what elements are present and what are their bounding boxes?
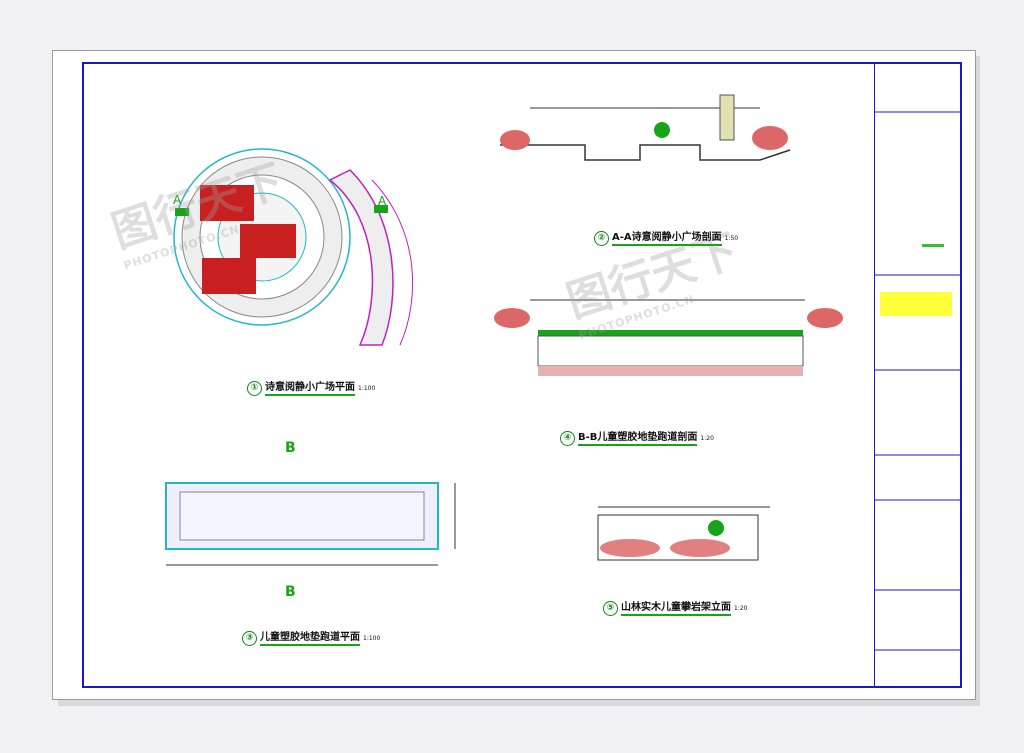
track-plan (165, 482, 456, 566)
drawing-frame (82, 62, 962, 688)
deck-3 (202, 258, 256, 294)
climbing-elevation (597, 506, 770, 561)
drawing-sheet (52, 50, 976, 700)
title-block-highlight (880, 292, 952, 316)
section-bb (494, 299, 843, 376)
title-block (874, 62, 961, 688)
deck-1 (200, 185, 254, 221)
section-mark-b-top: B (285, 440, 296, 456)
deck-2 (240, 224, 296, 258)
section-aa (500, 94, 791, 161)
plaza-plan: A A (173, 148, 413, 346)
svg-text:A: A (378, 194, 387, 208)
title-block-mark (922, 244, 944, 247)
title-block-grid (874, 111, 960, 651)
svg-text:A: A (173, 193, 182, 207)
section-mark-b-bottom: B (285, 584, 296, 600)
